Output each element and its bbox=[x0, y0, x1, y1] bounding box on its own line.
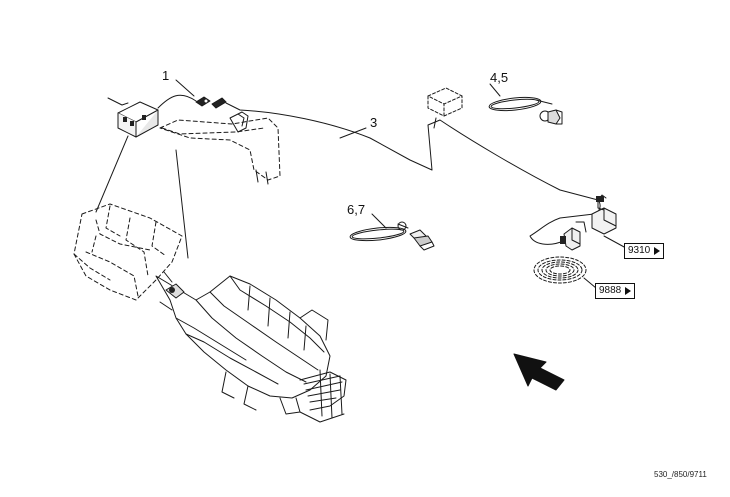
sensor-connector-icon bbox=[591, 196, 617, 235]
callout-4-5: 4,5 bbox=[490, 70, 509, 85]
callout-6-7: 6,7 bbox=[347, 202, 366, 217]
push-clip-icon bbox=[409, 229, 435, 251]
cable-tie-icon bbox=[488, 96, 553, 112]
document-reference: 530_/850/9711 bbox=[654, 470, 707, 479]
control-box bbox=[107, 97, 159, 138]
callout-1: 1 bbox=[162, 68, 170, 83]
ref-box-9310[interactable]: 9310 bbox=[624, 243, 665, 259]
callout-3: 3 bbox=[370, 115, 378, 130]
direction-arrow-icon bbox=[513, 353, 565, 391]
leader-line bbox=[489, 83, 501, 97]
arrow-right-icon bbox=[625, 287, 632, 295]
leader-line bbox=[175, 79, 195, 97]
leader-line bbox=[95, 135, 129, 213]
ref-box-9888[interactable]: 9888 bbox=[595, 283, 636, 299]
ref-label-9888: 9888 bbox=[599, 285, 622, 296]
leader-line bbox=[603, 235, 627, 249]
cable-tie-icon bbox=[349, 221, 409, 242]
ref-label-9310: 9310 bbox=[628, 245, 651, 256]
connector-plug-icon bbox=[195, 96, 227, 109]
elbow-connector-icon bbox=[560, 221, 587, 251]
junction-box bbox=[427, 87, 463, 129]
main-cable bbox=[157, 94, 601, 245]
baler-implement bbox=[155, 271, 347, 423]
leader-line bbox=[175, 149, 189, 259]
machine-outline bbox=[73, 203, 183, 301]
leader-line bbox=[371, 213, 387, 229]
coiled-cable bbox=[533, 256, 587, 284]
arrow-right-icon bbox=[654, 247, 661, 255]
leader-line bbox=[339, 127, 367, 139]
leader-line bbox=[583, 277, 597, 289]
mounting-bracket bbox=[159, 111, 281, 185]
push-clip-icon bbox=[539, 109, 563, 125]
